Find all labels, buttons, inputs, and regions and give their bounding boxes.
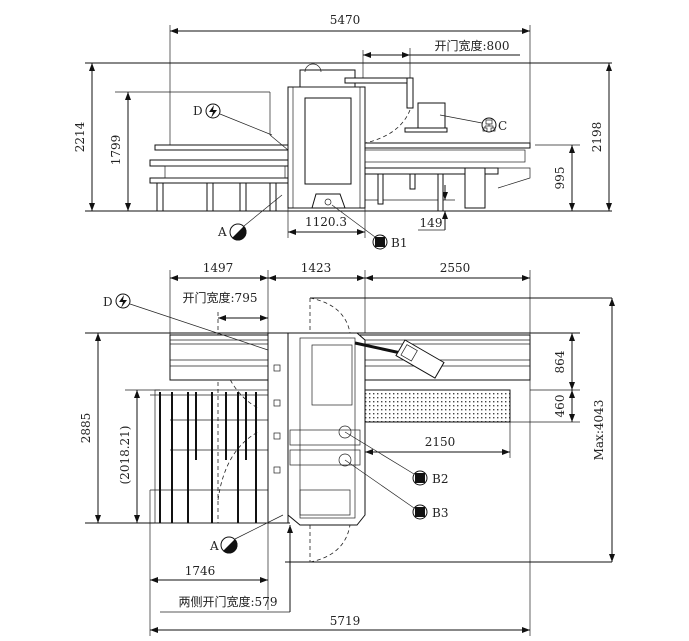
- dim-label: 2550: [440, 261, 471, 275]
- side-robot-arm: [344, 77, 448, 144]
- marker-label: C: [498, 119, 507, 133]
- dim-label: 460: [553, 395, 567, 418]
- dim-label: 1497: [203, 261, 234, 275]
- dim-depth-2018: (2018.21): [118, 390, 140, 523]
- marker-label: D: [103, 295, 113, 309]
- top-marker-a: A: [209, 514, 284, 554]
- dim-depth-2885: 2885: [79, 333, 101, 523]
- left-rack: [150, 389, 269, 524]
- dim-149: 149: [418, 185, 448, 231]
- marker-c-network: C: [439, 114, 507, 133]
- dim-label: (2018.21): [118, 426, 132, 485]
- marker-label: D: [193, 104, 203, 118]
- top-robot-arm: [354, 339, 445, 379]
- dim-864: 864: [553, 333, 575, 390]
- dim-total-width: 5470: [170, 13, 530, 34]
- dim-door-width-800: 开门宽度:800: [362, 38, 520, 80]
- marker-label: A: [217, 225, 227, 239]
- dim-label: Max:4043: [592, 400, 606, 461]
- dim-label: 2214: [73, 121, 87, 152]
- dim-2150: 2150: [365, 435, 510, 455]
- dim-label: 2150: [425, 435, 456, 449]
- dim-label: 2198: [590, 122, 604, 153]
- dim-label: 两侧开门宽度:579: [179, 594, 278, 609]
- dim-label: 1423: [301, 261, 332, 275]
- marker-b1: B1: [331, 204, 407, 250]
- dim-label: 1746: [185, 564, 216, 578]
- side-right-table: [364, 142, 531, 212]
- top-marker-d-power: D: [103, 293, 269, 351]
- top-marker-b3: B3: [344, 459, 448, 520]
- dim-label: 5470: [330, 13, 361, 27]
- dim-1746: 1746: [150, 564, 268, 583]
- dim-label: 2885: [79, 413, 93, 444]
- dim-5719: 5719: [150, 614, 530, 633]
- dim-label: 1799: [109, 135, 123, 166]
- dim-label: 149: [420, 216, 443, 230]
- marker-label: B3: [432, 506, 448, 520]
- lightning-icon: [209, 105, 217, 118]
- dim-side-door-579: 两侧开门宽度:579: [160, 525, 293, 613]
- marker-label: A: [209, 539, 219, 553]
- dim-height-2214: 2214: [73, 63, 95, 211]
- side-cabinet: [287, 63, 366, 209]
- dim-label: 5719: [330, 614, 361, 628]
- dim-max-4043: Max:4043: [592, 298, 615, 562]
- dim-table-height-995: 995: [553, 145, 575, 211]
- network-icon: [482, 119, 496, 132]
- dim-label: 开门宽度:795: [183, 290, 258, 305]
- dim-height-1799: 1799: [109, 92, 131, 211]
- marker-d-power: D: [193, 103, 273, 136]
- lightning-icon: [119, 295, 127, 308]
- top-view: 1497 1423 2550 开门宽度:795 2885 (2018.21) 8…: [79, 261, 615, 636]
- dim-label: 开门宽度:800: [435, 38, 510, 53]
- marker-label: B2: [432, 472, 448, 486]
- marker-label: B1: [391, 236, 407, 250]
- dim-top-widths: 1497 1423 2550: [170, 261, 530, 281]
- dim-460: 460: [553, 390, 575, 422]
- perforated-table: [364, 389, 511, 423]
- side-view: 5470 开门宽度:800 2214 1799 2198 995: [73, 13, 612, 250]
- dim-cabinet-width: 1120.3: [287, 208, 366, 238]
- top-marker-b2: B2: [344, 431, 448, 486]
- top-machine: [267, 297, 366, 563]
- marker-a: A: [217, 194, 283, 241]
- dim-label: 1120.3: [305, 215, 347, 229]
- dim-label: 995: [553, 167, 567, 190]
- dim-label: 864: [553, 350, 567, 373]
- dim-height-2198: 2198: [590, 63, 612, 211]
